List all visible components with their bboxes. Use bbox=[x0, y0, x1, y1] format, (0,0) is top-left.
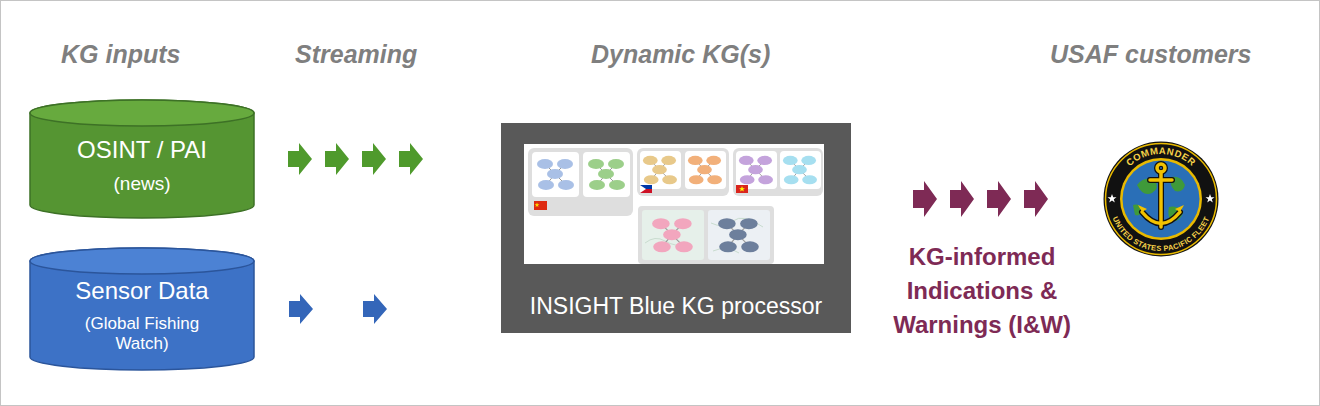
flow-arrows bbox=[913, 181, 1048, 217]
flow-arrows bbox=[289, 294, 387, 324]
cylinder-subtitle: (Global Fishing Watch) bbox=[67, 314, 217, 355]
cylinder-body bbox=[30, 100, 254, 218]
command-seal: COMMANDER UNITED STATES PACIFIC FLEET bbox=[1103, 141, 1219, 257]
database-cylinder: OSINT / PAI (news) bbox=[29, 99, 255, 219]
chevron-arrow bbox=[289, 294, 313, 324]
cylinder-title: Sensor Data bbox=[75, 277, 208, 306]
flow-arrows bbox=[288, 143, 423, 175]
chevron-arrow bbox=[399, 143, 423, 175]
cylinder-body bbox=[30, 248, 254, 370]
cylinder-title: OSINT / PAI bbox=[77, 136, 207, 165]
chevron-arrow bbox=[950, 181, 974, 217]
seal-text: UNITED STATES PACIFIC FLEET bbox=[1111, 215, 1212, 253]
cylinder-top bbox=[30, 248, 254, 274]
chevron-arrow bbox=[362, 143, 386, 175]
chevron-arrow bbox=[325, 143, 349, 175]
chevron-arrow bbox=[1024, 181, 1048, 217]
processor-box: INSIGHT Blue KG processor bbox=[501, 123, 851, 333]
cylinder-top bbox=[30, 100, 254, 126]
column-heading: USAF customers bbox=[1050, 39, 1251, 69]
chevron-arrow bbox=[363, 294, 387, 324]
chevron-arrow bbox=[987, 181, 1011, 217]
column-heading: Streaming bbox=[295, 39, 417, 69]
column-heading: Dynamic KG(s) bbox=[591, 39, 770, 69]
edge-label: KG-informed Indications & Warnings (I&W) bbox=[877, 240, 1087, 342]
chevron-arrow bbox=[913, 181, 937, 217]
chevron-arrow bbox=[288, 143, 312, 175]
pacific-fleet-seal: COMMANDER UNITED STATES PACIFIC FLEET bbox=[1103, 141, 1219, 257]
seal-text: COMMANDER bbox=[1124, 145, 1198, 168]
database-cylinder: Sensor Data (Global Fishing Watch) bbox=[29, 247, 255, 371]
processor-label: INSIGHT Blue KG processor bbox=[530, 292, 822, 320]
cylinder-subtitle: (news) bbox=[113, 173, 170, 196]
column-heading: KG inputs bbox=[61, 39, 180, 69]
